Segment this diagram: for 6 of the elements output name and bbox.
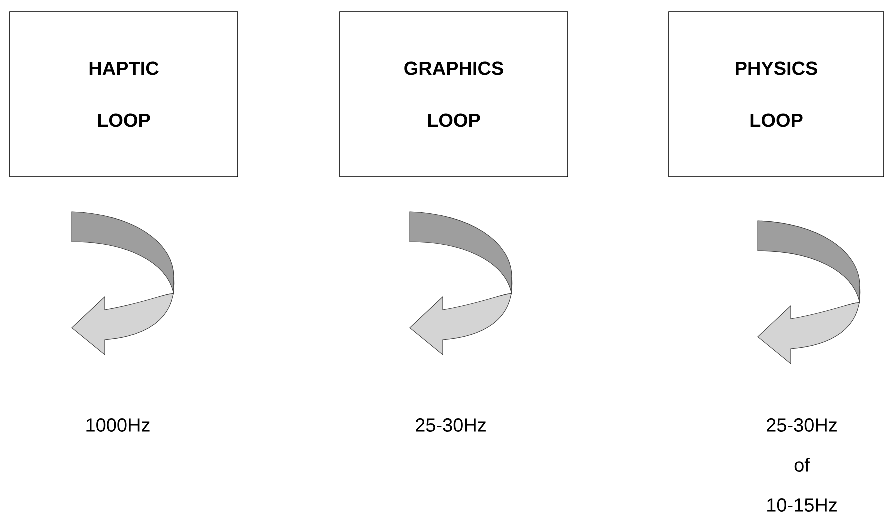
loop-box: GRAPHICS LOOP (340, 12, 568, 178)
frequency-label: 25-30Hz of 10-15Hz (767, 418, 837, 512)
loop-box: PHYSICS LOOP (668, 12, 884, 178)
loop-box: HAPTIC LOOP (10, 12, 238, 178)
frequency-label: 25-30Hz (416, 418, 486, 432)
frequency-label: 1000Hz (86, 418, 150, 432)
